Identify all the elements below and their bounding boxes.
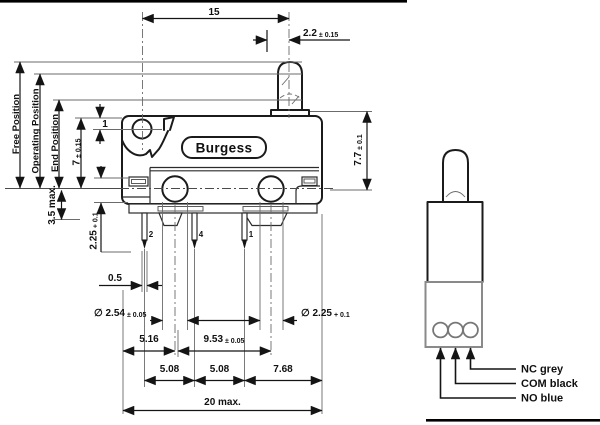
mounting-hole-right (257, 175, 285, 203)
plunger-side (442, 149, 469, 203)
dim-hole-left: ∅ 2.54± 0.05 (94, 308, 146, 319)
plunger-hatch (281, 76, 290, 86)
wire-exit-nc (462, 321, 479, 339)
base-plate (128, 203, 318, 214)
nc-leader-arrow (465, 347, 516, 370)
pin-number-2: 2 (149, 230, 154, 239)
lever-tip (163, 116, 175, 131)
boss-right (242, 212, 288, 227)
plunger-front (277, 61, 303, 113)
dim-plunger-offset: 2.2± 0.15 (303, 28, 338, 39)
plate-slot-right (242, 206, 289, 212)
dim-7-68: 7.68 (273, 364, 293, 375)
dim-5-08-b: 5.08 (210, 364, 230, 375)
terminal-pin-2 (141, 212, 148, 249)
wire-exit-com (447, 321, 464, 339)
dim-pivot-depth: 1 (102, 119, 108, 130)
bottom-border-bar (426, 419, 600, 422)
plate-slot-left (157, 206, 204, 212)
switch-side-view: NC grey COM black NO blue (424, 149, 579, 405)
terminal-pin-4 (191, 212, 198, 249)
side-view-body (426, 201, 484, 283)
dim-5-08-a: 5.08 (160, 364, 180, 375)
pivot-hole (131, 118, 153, 140)
plunger-side-arc (445, 191, 466, 198)
dim-hole-right: ∅ 2.25+ 0.1 (301, 308, 350, 319)
wire-label-com: COM black (521, 378, 579, 390)
free-position-label: Free Position (11, 94, 22, 154)
mounting-hole-left (161, 175, 189, 203)
dim-pin-width: 0.5 (108, 273, 122, 284)
wire-label-nc: NC grey (521, 364, 564, 376)
wire-label-no: NO blue (521, 393, 563, 405)
terminal-pin-1 (241, 212, 248, 249)
top-border-bar (0, 0, 407, 3)
dim-total-length: 20 max. (204, 397, 241, 408)
dim-pin-boss: 2.25+ 0.1 (89, 212, 100, 249)
dim-9-53: 9.53± 0.05 (204, 334, 245, 345)
burgess-badge (181, 136, 267, 159)
dimension-lines (15, 13, 372, 416)
extension-lines (14, 30, 372, 414)
switch-front-view: Burgess (121, 61, 323, 249)
com-leader-arrow (450, 347, 516, 385)
right-lug-inner (303, 178, 316, 184)
end-position-label: End Position (50, 114, 61, 172)
dim-5-16: 5.16 (139, 334, 159, 345)
dim-pin-shoulder: 3.5 max. (47, 185, 58, 225)
no-leader-arrow (435, 347, 516, 399)
dim-right-height: 7.7± 0.1 (353, 134, 364, 166)
pin-number-1: 1 (249, 230, 254, 239)
wire-exit-no (432, 321, 449, 339)
burgess-logo-text: Burgess (196, 141, 253, 156)
dim-body-height: 7± 0.15 (72, 138, 83, 165)
operating-position-label: Operating Position (31, 88, 42, 173)
lever-cutout (121, 130, 169, 158)
left-lug-inner (131, 179, 146, 184)
dim-top-span: 15 (208, 7, 220, 18)
pin-number-4: 4 (199, 230, 204, 239)
